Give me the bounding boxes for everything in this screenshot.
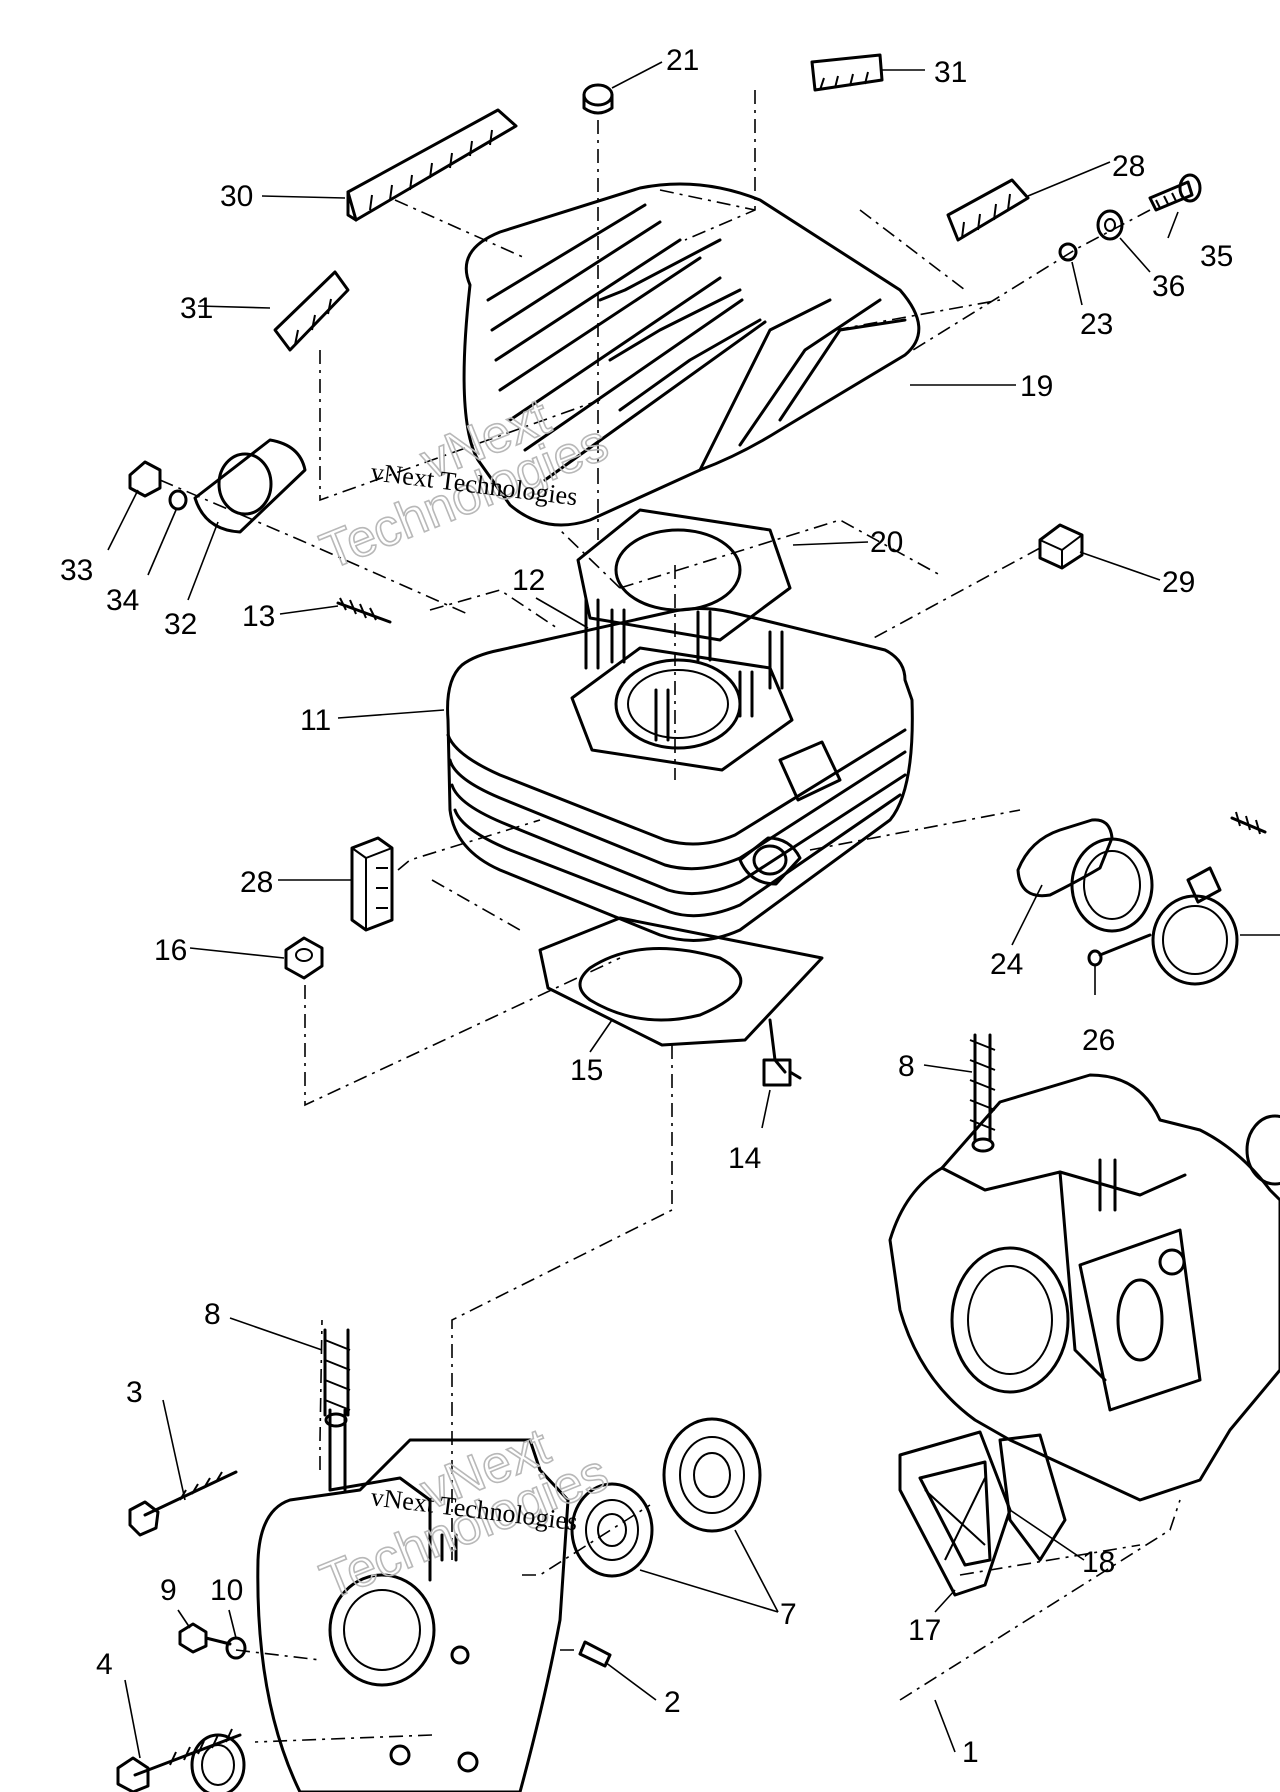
callout-3: 3 [126,1376,143,1409]
fin-insert-part-28-left [350,836,394,932]
intake-manifold-part-24 [1016,818,1154,933]
leader-lines [107,61,1280,1759]
bolt-right-part [1230,811,1267,835]
bearing-part-7-outer [662,1417,762,1533]
callout-29: 29 [1162,566,1195,599]
exhaust-port [738,740,842,886]
callout-15: 15 [570,1054,603,1087]
washer-part-10 [225,1636,247,1660]
callout-labels: 21 31 30 28 35 36 31 23 19 33 34 32 20 1… [60,44,1233,1769]
callout-34: 34 [106,584,139,617]
callout-17: 17 [908,1614,941,1647]
exhaust-gasket-part-32 [193,438,307,534]
callout-35: 35 [1200,240,1233,273]
crankcase-left-half [256,1328,570,1792]
seal-right-partial [1245,1114,1280,1186]
nut-part-21 [582,83,614,115]
callout-2: 2 [664,1686,681,1719]
callout-14: 14 [728,1142,761,1175]
callout-12: 12 [512,564,545,597]
watermark-top: vNext Technologies vNext Technologies [312,387,617,582]
callout-24: 24 [990,948,1023,981]
fin-insert-part-28-top [946,178,1030,242]
base-gasket-part-15 [538,916,824,1047]
callout-1: 1 [962,1736,979,1769]
bolt-part-9 [178,1622,232,1654]
stud-part-13 [336,597,392,624]
bearing-part-7-inner [570,1482,654,1578]
fin-insert-part-31-left [273,270,350,352]
callout-19: 19 [1020,370,1053,403]
callout-8-right: 8 [898,1050,915,1083]
bolt-part-3 [128,1470,238,1537]
cylinder-head-part-19 [462,182,921,527]
callout-10: 10 [210,1574,243,1607]
callout-7: 7 [780,1598,797,1631]
callout-23: 23 [1080,308,1113,341]
fitting-part-14 [762,1018,802,1087]
callout-28-left: 28 [240,866,273,899]
head-gasket-part-20 [576,508,792,642]
fin-insert-part-31-top [810,53,884,92]
nut-part-33 [128,460,162,498]
washer-part-23 [1058,242,1078,262]
callout-8-left: 8 [204,1298,221,1331]
seal-part-left [190,1733,246,1792]
callout-32: 32 [164,608,197,641]
reed-plate-part-17 [898,1430,1012,1597]
callout-30: 30 [220,180,253,213]
callout-20: 20 [870,526,903,559]
callout-28-top: 28 [1112,150,1145,183]
watermark-bottom: vNext Technologies vNext Technologies [312,1417,617,1612]
cylinder-part-11 [446,607,914,942]
callout-16: 16 [154,934,187,967]
bolt-part-4 [116,1728,242,1792]
callout-9: 9 [160,1574,177,1607]
callout-18: 18 [1082,1546,1115,1579]
callout-31-left: 31 [180,292,213,325]
callout-31-top: 31 [934,56,967,89]
callout-21: 21 [666,44,699,77]
washer-part-34 [168,489,188,511]
screw-part-26 [1087,933,1152,967]
nut-part-16 [284,936,324,980]
callout-11: 11 [300,704,331,737]
spacer-part-29 [1038,523,1084,570]
callout-13: 13 [242,600,275,633]
callout-4: 4 [96,1648,113,1681]
callout-26: 26 [1082,1024,1115,1057]
callout-33: 33 [60,554,93,587]
clamp-part [1151,866,1239,986]
fin-insert-part-30 [346,108,518,222]
reed-cage-part-18 [998,1433,1067,1562]
screw-part-35 [1148,173,1202,212]
washer-part-36 [1096,209,1124,241]
crankcase-right-half [888,1033,1280,1502]
cylinder-studs-part-12 [584,598,784,742]
callout-36: 36 [1152,270,1185,303]
